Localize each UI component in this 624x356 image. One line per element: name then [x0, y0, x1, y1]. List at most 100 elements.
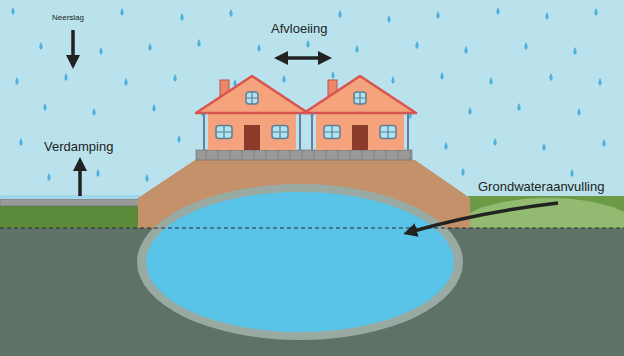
- process-label: Neerslag: [52, 13, 84, 22]
- house: [304, 76, 416, 150]
- raindrop: [464, 46, 467, 54]
- porch-post: [203, 113, 205, 150]
- raindrop: [257, 44, 260, 52]
- raindrop: [19, 138, 22, 146]
- paving-joint: [230, 150, 231, 160]
- paving: [196, 150, 412, 160]
- houses: [196, 76, 416, 150]
- raindrops: [11, 7, 605, 183]
- raindrop: [306, 40, 309, 48]
- paving-joint: [218, 150, 219, 160]
- right-grass-hump: [456, 198, 624, 228]
- paving-joint: [290, 150, 291, 160]
- raindrop: [549, 73, 552, 81]
- window: [246, 92, 258, 104]
- house-roof: [304, 76, 416, 113]
- raindrop: [96, 169, 99, 177]
- runoff-arrow: [281, 56, 325, 60]
- window: [380, 126, 396, 139]
- window: [354, 92, 366, 104]
- raindrop: [120, 8, 123, 16]
- window-frame: [272, 126, 288, 139]
- window-frame: [216, 126, 232, 139]
- raindrop: [338, 10, 341, 18]
- window-frame: [324, 126, 340, 139]
- recharge-arrow: [410, 203, 558, 232]
- porch-post: [311, 113, 313, 150]
- raindrop: [436, 11, 439, 19]
- process-label: Afvloeiing: [271, 22, 327, 37]
- paving-joint: [362, 150, 363, 160]
- raindrop: [11, 7, 14, 15]
- porch-post: [299, 113, 301, 150]
- raindrop: [387, 15, 390, 23]
- raindrop: [524, 42, 527, 50]
- paving-joint: [410, 150, 411, 160]
- raindrop: [573, 47, 576, 55]
- groundwater-level: [0, 228, 624, 229]
- raindrop: [145, 174, 148, 182]
- raindrop: [444, 142, 447, 150]
- raindrop: [602, 139, 605, 147]
- window: [324, 126, 340, 139]
- raindrop: [99, 47, 102, 55]
- raindrop: [331, 71, 334, 79]
- paving-joint: [350, 150, 351, 160]
- paving-joint: [398, 150, 399, 160]
- raindrop: [148, 43, 151, 51]
- left-grass: [0, 206, 140, 228]
- raindrop: [594, 8, 597, 16]
- paving-joint: [266, 150, 267, 160]
- paving-joint: [278, 150, 279, 160]
- raindrop: [489, 77, 492, 85]
- evaporation-arrow: [78, 164, 82, 196]
- paving-joint: [254, 150, 255, 160]
- raindrop: [197, 39, 200, 47]
- raindrop: [391, 76, 394, 84]
- raindrop: [461, 168, 464, 176]
- raindrop: [177, 135, 180, 143]
- raindrop: [173, 74, 176, 82]
- window: [272, 126, 288, 139]
- paving-joint: [206, 150, 207, 160]
- raindrop: [468, 107, 471, 115]
- raindrop: [440, 72, 443, 80]
- window-frame: [380, 126, 396, 139]
- raindrop: [229, 9, 232, 17]
- raindrop: [15, 77, 18, 85]
- raindrop: [124, 78, 127, 86]
- porch-post: [407, 113, 409, 150]
- aquifer-ring: [137, 184, 463, 340]
- raindrop: [92, 108, 95, 116]
- raindrop: [545, 12, 548, 20]
- raindrop: [43, 103, 46, 111]
- house-wall: [208, 110, 296, 150]
- raindrop: [64, 73, 67, 81]
- raindrop: [598, 78, 601, 86]
- groundwater-body: [146, 192, 454, 332]
- process-label: Grondwateraanvulling: [478, 180, 604, 195]
- raindrop: [570, 169, 573, 177]
- house: [196, 76, 308, 150]
- raindrop: [517, 103, 520, 111]
- window-frame: [246, 92, 258, 104]
- paving-joint: [338, 150, 339, 160]
- left-pavement: [0, 199, 140, 206]
- precipitation-arrow: [71, 30, 75, 62]
- raindrop: [542, 143, 545, 151]
- raindrop: [180, 13, 183, 21]
- paving-joint: [326, 150, 327, 160]
- raindrop: [577, 108, 580, 116]
- paving-joint: [314, 150, 315, 160]
- paving-joint: [242, 150, 243, 160]
- process-label: Verdamping: [44, 140, 113, 155]
- raindrop: [493, 138, 496, 146]
- raindrop: [496, 7, 499, 15]
- door: [352, 125, 368, 150]
- house-wall: [316, 110, 404, 150]
- paving-joint: [374, 150, 375, 160]
- raindrop: [39, 42, 42, 50]
- left-water: [0, 195, 140, 199]
